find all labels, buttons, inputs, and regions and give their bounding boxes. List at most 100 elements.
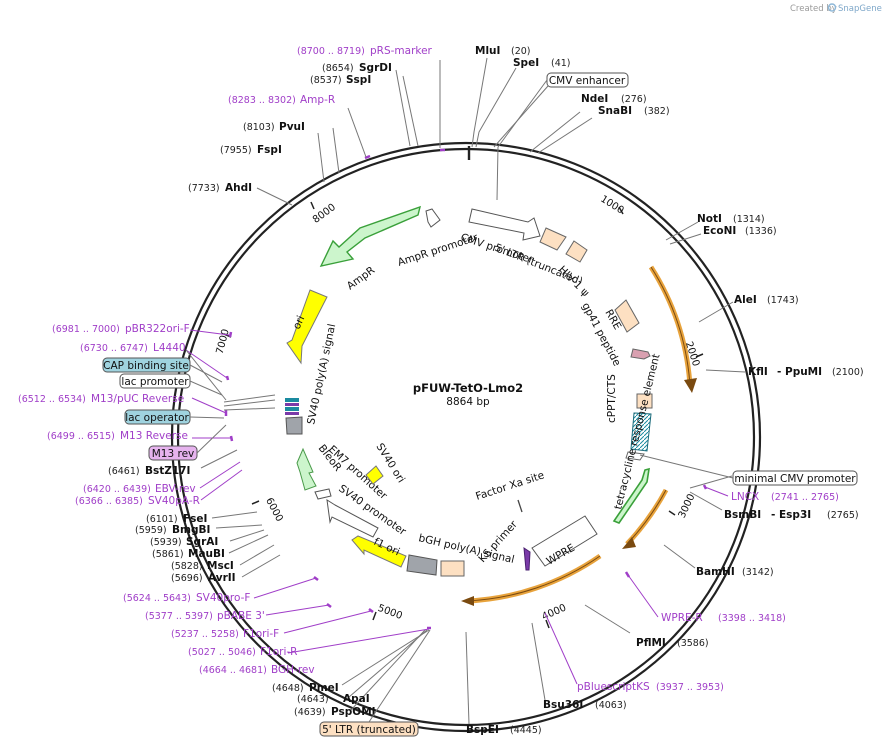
svg-text:(8537): (8537)	[310, 75, 342, 86]
enzyme-maubi[interactable]: MauBI	[188, 548, 225, 560]
svg-text:(5237 .. 5258): (5237 .. 5258)	[171, 629, 239, 640]
svg-text:(3937 .. 3953): (3937 .. 3953)	[656, 682, 724, 693]
enzyme-sspi[interactable]: SspI	[346, 74, 371, 86]
enzyme-pmei[interactable]: PmeI	[309, 682, 339, 694]
brand-text: Created by	[790, 4, 837, 14]
label-factor-xa: Factor Xa site	[474, 469, 546, 502]
callout-minimal-cmv-promoter[interactable]: minimal CMV promoter	[732, 470, 858, 486]
feature-factor-xa[interactable]	[517, 499, 523, 513]
enzyme-fspi[interactable]: FspI	[257, 144, 282, 156]
primer-amp-r[interactable]: Amp-R	[300, 94, 335, 106]
feature-sv40-promoter[interactable]	[326, 499, 379, 538]
enzyme-econi[interactable]: EcoNI	[703, 225, 736, 237]
enzyme-kfli[interactable]: KflI	[748, 366, 768, 378]
feature-bgh-polya[interactable]	[406, 554, 465, 577]
callout-cap-binding-site[interactable]: CAP binding site	[102, 357, 191, 373]
enzyme-pflmi[interactable]: PflMI	[636, 637, 666, 649]
svg-text:(5939): (5939)	[150, 537, 182, 548]
enzyme-mlui[interactable]: MluI	[475, 45, 500, 57]
feature-cmv-promoter[interactable]	[468, 208, 541, 241]
primer-pbluescriptks[interactable]: pBluescriptKS	[577, 681, 650, 693]
enzyme-ahdi[interactable]: AhdI	[225, 182, 252, 194]
primer-labels: (8700 .. 8719) pRS-marker (8283 .. 8302)…	[18, 45, 839, 693]
svg-text:CMV enhancer: CMV enhancer	[549, 75, 626, 87]
feature-cppt[interactable]	[636, 393, 653, 409]
primer-f1ori-f[interactable]: F1ori-F	[243, 628, 279, 640]
feature-bleor[interactable]	[296, 447, 317, 491]
primer-pbabe-3[interactable]: pBABE 3'	[217, 610, 265, 622]
enzyme-noti[interactable]: NotI	[697, 213, 722, 225]
enzyme-bstz17i[interactable]: BstZ17I	[145, 465, 190, 477]
label-ori: ori	[291, 314, 308, 331]
feature-hiv-psi[interactable]	[565, 240, 588, 263]
primer-prs-marker[interactable]: pRS-marker	[370, 45, 433, 57]
enzyme-avrii[interactable]: AvrII	[208, 572, 236, 584]
enzyme-esp3i[interactable]: Esp3I	[779, 509, 811, 521]
tick-7000: 7000	[215, 328, 232, 355]
enzyme-bspei[interactable]: BspEI	[466, 724, 499, 736]
feature-rre[interactable]	[614, 299, 640, 333]
primer-marks	[224, 148, 708, 630]
enzyme-apai[interactable]: ApaI	[343, 693, 370, 705]
feature-ampr[interactable]	[319, 205, 421, 267]
feature-em7-promoter[interactable]	[314, 488, 332, 500]
feature-5ltr-truncated[interactable]	[539, 227, 567, 251]
feature-gp41-peptide[interactable]	[630, 348, 651, 360]
svg-text:lac operator: lac operator	[125, 412, 189, 424]
enzyme-sgrai[interactable]: SgrAI	[186, 536, 218, 548]
enzyme-bsu36i[interactable]: Bsu36I	[543, 699, 583, 711]
enzyme-bsmbi[interactable]: BsmBI	[724, 509, 761, 521]
svg-text:(6981 .. 7000): (6981 .. 7000)	[52, 324, 120, 335]
label-ampr: AmpR	[345, 264, 377, 292]
enzyme-bmgbi[interactable]: BmgBI	[172, 524, 210, 536]
callout-lac-promoter[interactable]: lac promoter	[119, 373, 191, 389]
svg-text:(6101): (6101)	[146, 514, 178, 525]
primer-sv40pa-r[interactable]: SV40pA-R	[148, 495, 200, 507]
svg-text:(6366 .. 6385): (6366 .. 6385)	[75, 496, 143, 507]
primer-leader-lines	[185, 329, 729, 685]
feature-ori[interactable]	[286, 289, 328, 365]
enzyme-pvui[interactable]: PvuI	[279, 121, 305, 133]
feature-f1-ori[interactable]	[351, 535, 407, 568]
enzyme-msci[interactable]: MscI	[207, 560, 234, 572]
callout-cmv-enhancer[interactable]: CMV enhancer	[546, 72, 629, 88]
feature-sv40-polya[interactable]	[285, 398, 303, 435]
primer-sv40pro-f[interactable]: SV40pro-F	[196, 592, 250, 604]
feature-ks-primer[interactable]	[523, 547, 531, 571]
tick-3000: 3000	[677, 492, 698, 520]
primer-pbr322ori-f[interactable]: pBR322ori-F	[125, 323, 190, 335]
primer-l4440[interactable]: L4440	[153, 342, 186, 354]
callout-lac-operator[interactable]: lac operator	[124, 409, 191, 425]
svg-text:(1743): (1743)	[767, 295, 799, 306]
feature-ampr-promoter[interactable]	[425, 208, 441, 228]
enzyme-bamhi[interactable]: BamHI	[696, 566, 735, 578]
primer-m13-reverse[interactable]: M13 Reverse	[120, 430, 188, 442]
feature-sv40-ori[interactable]	[365, 465, 384, 485]
primer-lncx[interactable]: LNCX	[731, 491, 759, 503]
primer-f1ori-r[interactable]: F1ori-R	[260, 646, 297, 658]
svg-text:(4664 .. 4681): (4664 .. 4681)	[199, 665, 267, 676]
primer-m13-puc-reverse[interactable]: M13/pUC Reverse	[91, 393, 184, 405]
enzyme-alei[interactable]: AleI	[734, 294, 757, 306]
enzyme-spei[interactable]: SpeI	[513, 57, 539, 69]
callout-m13-rev[interactable]: M13 rev	[148, 445, 198, 461]
primer-bgh-rev[interactable]: BGH-rev	[271, 664, 315, 676]
enzyme-sgrdi[interactable]: SgrDI	[359, 62, 392, 74]
primer-ebv-rev[interactable]: EBV-rev	[155, 483, 196, 495]
enzyme-fsei[interactable]: FseI	[183, 513, 207, 525]
enzyme-ndei[interactable]: NdeI	[581, 93, 608, 105]
enzyme-snabi[interactable]: SnaBI	[598, 105, 632, 117]
callout-5ltr-truncated[interactable]: 5' LTR (truncated)	[319, 721, 419, 737]
svg-text:(3398 .. 3418): (3398 .. 3418)	[718, 613, 786, 624]
svg-text:(6461): (6461)	[108, 466, 140, 477]
svg-text:(6499 .. 6515): (6499 .. 6515)	[47, 431, 115, 442]
svg-text:(2100): (2100)	[832, 367, 864, 378]
svg-text:-: -	[771, 509, 775, 521]
svg-text:(8700 .. 8719): (8700 .. 8719)	[297, 46, 365, 57]
svg-text:M13 rev: M13 rev	[152, 448, 195, 460]
enzyme-ppumi[interactable]: PpuMI	[785, 366, 822, 378]
primer-wpre-r[interactable]: WPRE-R	[661, 612, 703, 624]
enzyme-pspomi[interactable]: PspOMI	[331, 706, 376, 718]
feature-tre[interactable]	[625, 412, 652, 461]
feature-wpre[interactable]	[531, 515, 598, 567]
